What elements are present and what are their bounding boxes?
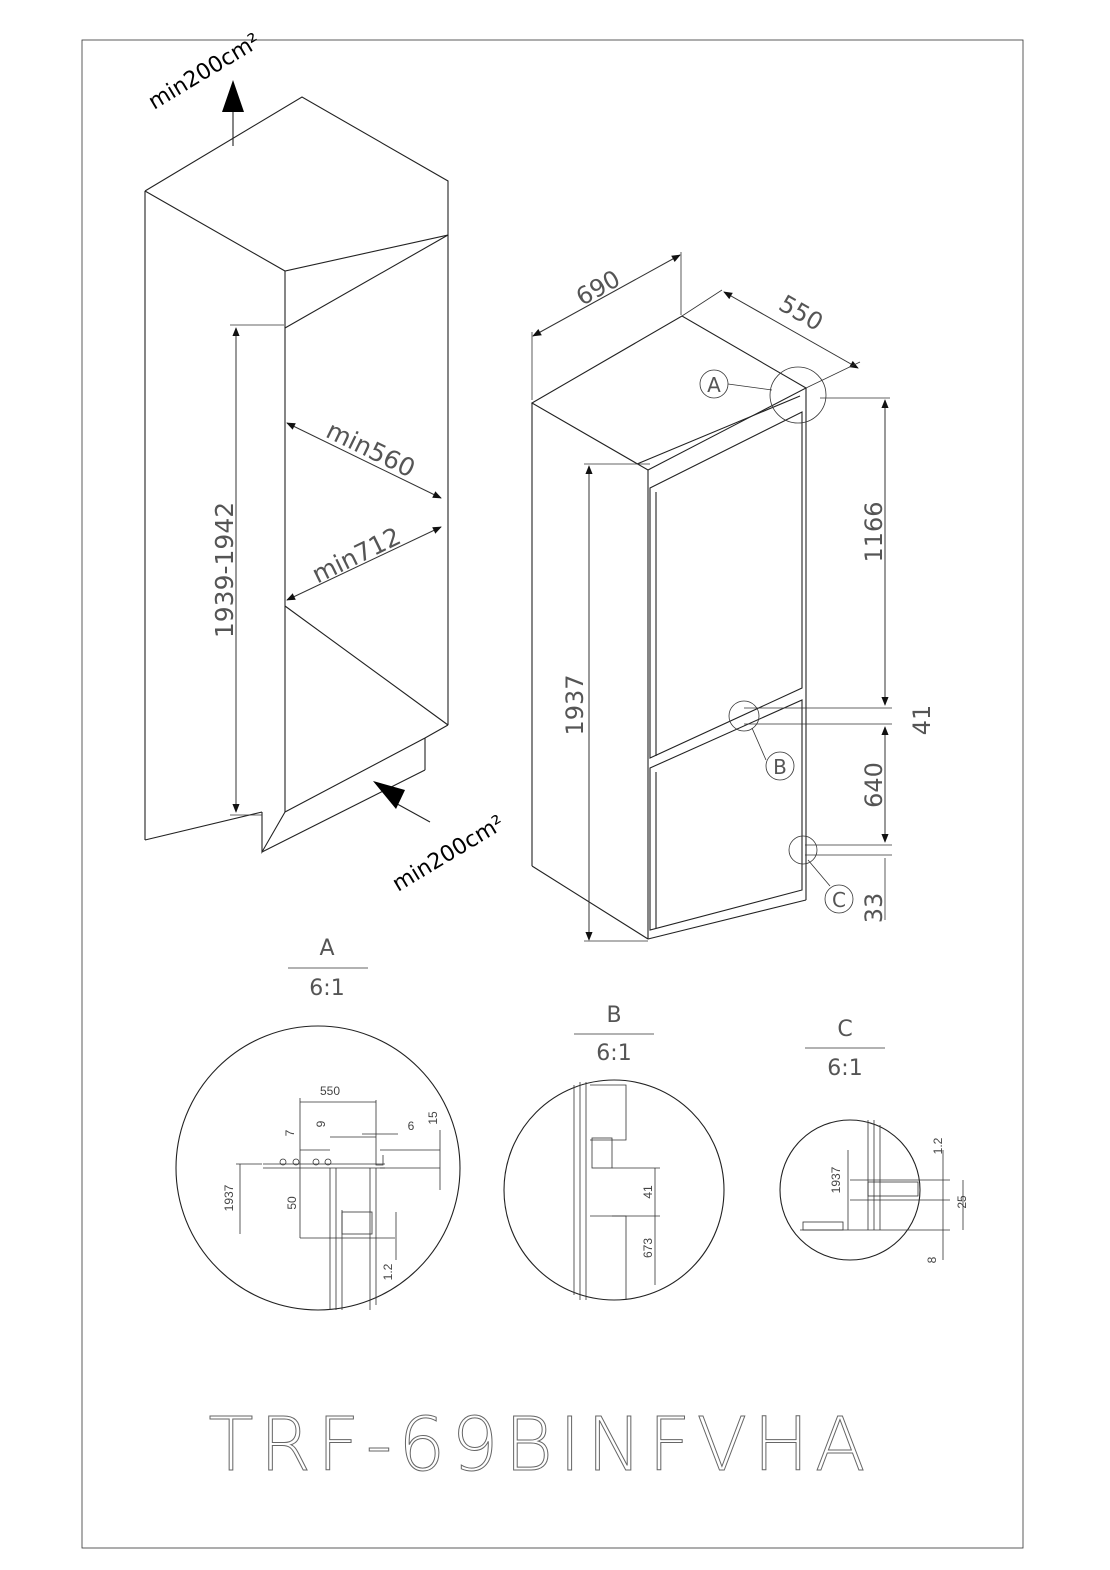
callout-c: C xyxy=(832,888,846,912)
detail-b-drawing xyxy=(503,1079,725,1301)
callout-a: A xyxy=(707,373,721,397)
detail-c-drawing xyxy=(779,1119,964,1261)
drawing-frame xyxy=(81,39,1024,1549)
detail-c-label: C xyxy=(837,1017,852,1042)
callout-b: B xyxy=(773,755,787,779)
bottom-label: 33 xyxy=(860,893,888,924)
niche-width-label: min560 xyxy=(322,416,420,484)
upper-door-label: 1166 xyxy=(860,501,888,562)
vent-top-label: min200cm² xyxy=(144,29,265,115)
appliance-drawing xyxy=(530,252,892,942)
detail-b-dim-41: 41 xyxy=(641,1185,655,1199)
niche-depth-label: min712 xyxy=(307,522,405,590)
detail-a-dim-15: 15 xyxy=(426,1111,440,1125)
niche-height-label: 1939-1942 xyxy=(210,502,239,638)
detail-c-scale: 6:1 xyxy=(827,1056,862,1081)
model-name: TRF-69BINFVHA xyxy=(208,1402,871,1488)
detail-a-dim-50: 50 xyxy=(285,1196,299,1210)
appliance-height-label: 1937 xyxy=(561,674,589,735)
detail-c-dim-1937: 1937 xyxy=(829,1166,843,1193)
detail-a-dim-6: 6 xyxy=(408,1119,415,1133)
appliance-depth-label: 550 xyxy=(774,289,828,336)
appliance-width-label: 690 xyxy=(571,265,625,312)
detail-b-label: B xyxy=(606,1003,621,1028)
detail-a-dim-9: 9 xyxy=(314,1120,328,1127)
detail-c-dim-1-2: 1.2 xyxy=(931,1137,945,1154)
detail-b-scale: 6:1 xyxy=(596,1041,631,1066)
detail-a-dim-1937: 1937 xyxy=(222,1184,236,1211)
detail-a-label: A xyxy=(319,936,334,961)
detail-a-dim-550: 550 xyxy=(320,1084,340,1098)
detail-b-dim-673: 673 xyxy=(641,1238,655,1258)
gap-label: 41 xyxy=(908,705,936,736)
detail-c-dim-25: 25 xyxy=(955,1195,969,1209)
niche-drawing xyxy=(144,80,449,855)
lower-door-label: 640 xyxy=(860,762,888,808)
detail-c-dim-8: 8 xyxy=(925,1256,939,1263)
detail-a-dim-1-2: 1.2 xyxy=(381,1263,395,1280)
detail-a-scale: 6:1 xyxy=(309,976,344,1001)
detail-a-dim-7: 7 xyxy=(283,1129,297,1136)
vent-bottom-label: min200cm² xyxy=(388,811,509,897)
detail-a-drawing xyxy=(175,1025,461,1311)
